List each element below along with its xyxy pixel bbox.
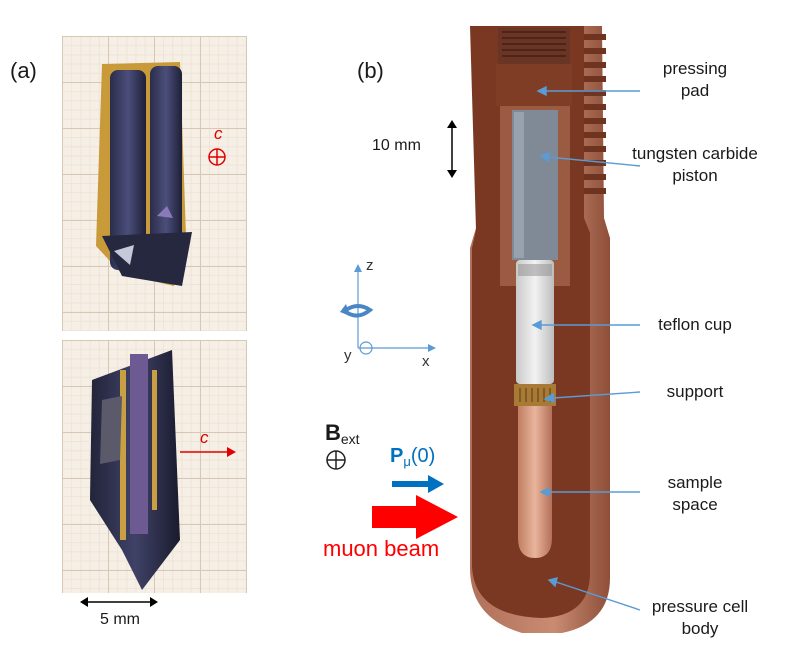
- field-subscript: ext: [340, 431, 360, 447]
- part-label-line1: pressure cell: [651, 597, 749, 616]
- crystal-top-drawing: c: [96, 62, 226, 286]
- part-label-line1: support: [666, 382, 724, 401]
- part-label-line2: body: [681, 619, 719, 638]
- muon-beam-arrow: [372, 495, 458, 539]
- label-pressing-pad: pressing pad: [630, 58, 760, 102]
- scale-label-5mm: 5 mm: [100, 611, 140, 628]
- crystal-rod-left: [110, 70, 146, 270]
- label-support: support: [630, 381, 760, 403]
- part-label-line2: space: [672, 495, 718, 514]
- polarization-arrow: [392, 475, 444, 493]
- label-tungsten-carbide-piston: tungsten carbide piston: [620, 143, 770, 187]
- panel-b-label: (b): [357, 58, 384, 83]
- crystal-photo-top: c: [62, 36, 247, 331]
- scale-label-10mm: 10 mm: [372, 137, 421, 154]
- crystal-top-c-axis: c: [214, 124, 223, 143]
- part-label-line1: teflon cup: [658, 315, 732, 334]
- polarization-symbol: P: [390, 445, 404, 467]
- thread-teeth: [584, 34, 606, 194]
- polarization-argument: (0): [410, 445, 436, 467]
- rotation-icon: [344, 304, 374, 318]
- scale-bar-10mm: [447, 120, 457, 178]
- field-out-of-plane-icon: [326, 450, 346, 470]
- label-teflon-cup: teflon cup: [630, 314, 760, 336]
- label-pressure-cell-body: pressure cell body: [630, 596, 770, 640]
- teflon-cup: [516, 260, 554, 384]
- polarization-subscript: μ: [403, 454, 411, 469]
- z-axis-label: z: [366, 257, 374, 274]
- part-label-line1: pressing: [662, 59, 728, 78]
- scale-bar-5mm: [80, 597, 158, 607]
- x-axis-label: x: [422, 353, 430, 370]
- part-label-line1: tungsten carbide: [632, 144, 758, 163]
- coordinate-axes: z y x: [340, 257, 436, 370]
- label-sample-space: sample space: [630, 472, 760, 516]
- part-label-line1: sample: [667, 473, 723, 492]
- part-label-line2: pad: [680, 81, 710, 100]
- field-label: Bext: [325, 420, 360, 447]
- sample-space: [518, 406, 552, 558]
- part-label-line2: piston: [672, 166, 718, 185]
- beam-label: muon beam: [323, 536, 440, 561]
- polarization-label: Pμ(0): [390, 445, 435, 469]
- support-ring: [514, 384, 556, 406]
- y-axis-label: y: [344, 347, 352, 364]
- pressure-cell-drawing: [470, 26, 610, 633]
- crystal-photo-bottom: c: [62, 340, 247, 593]
- pressing-pad: [496, 64, 572, 106]
- panel-a-label: (a): [10, 58, 37, 83]
- crystal-bottom-c-axis: c: [200, 428, 209, 447]
- field-symbol: B: [325, 420, 341, 445]
- crystal-rod-right: [150, 66, 182, 256]
- crystal-bottom-drawing: c: [90, 350, 236, 590]
